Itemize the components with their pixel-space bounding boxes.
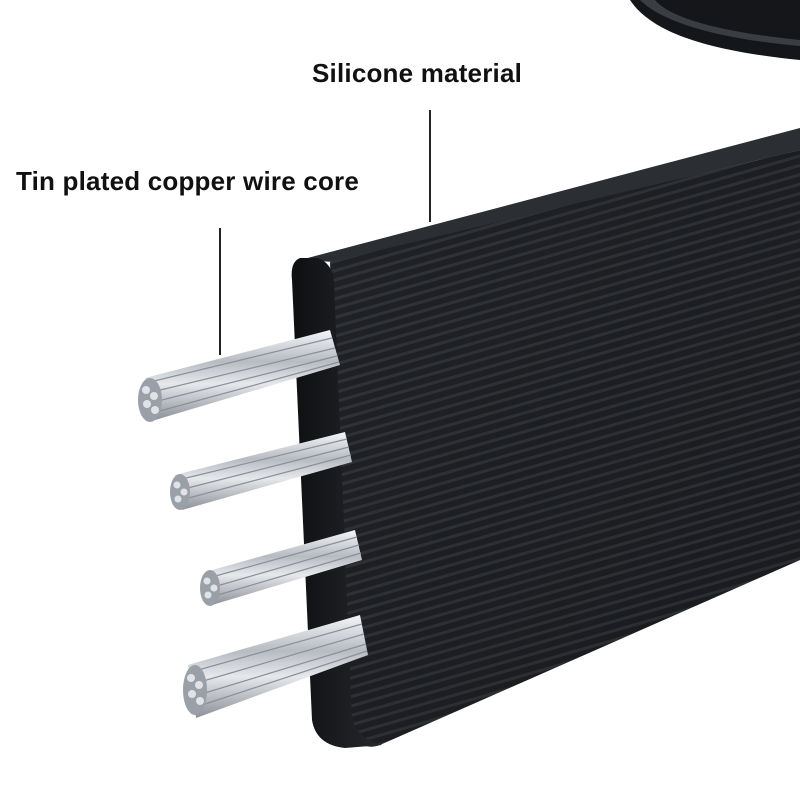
label-silicone-material: Silicone material [312,58,523,88]
wire-strand-4 [183,615,368,718]
wire-strand-1 [138,330,340,422]
wire-strand-3 [200,530,362,606]
flat-cable [291,128,800,748]
label-wire-core: Tin plated copper wire core [16,166,360,196]
cable-coil [630,0,800,60]
wire-strand-2 [170,432,352,510]
